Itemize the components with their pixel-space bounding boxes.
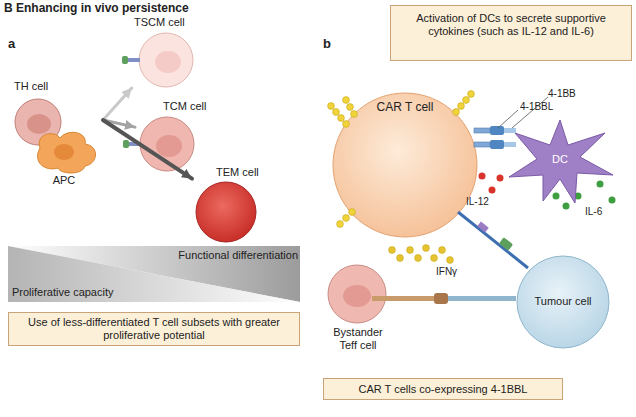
- node-text: TH cell: [14, 80, 48, 93]
- figure-title: B Enhancing in vivo persistence: [4, 1, 189, 15]
- node-text: CAR T cells co-expressing 4-1BBL: [328, 383, 558, 396]
- differentiation-arrow: [103, 88, 132, 120]
- node-text: APC: [44, 174, 84, 187]
- tcm-cell: TCM cell: [135, 100, 215, 172]
- node-text: TEM cell: [216, 166, 259, 179]
- cytokine-label: IL-6: [585, 206, 602, 218]
- tcr-receptor: [372, 293, 516, 304]
- node-text: TCM cell: [163, 100, 206, 113]
- differentiation-wedge: [8, 246, 300, 302]
- node-text: TSCM cell: [134, 16, 185, 29]
- axis-label: Proliferative capacity: [12, 286, 114, 299]
- node-text: Use of less-differentiated T cell subset…: [13, 316, 295, 342]
- tem-cell: TEM cell: [192, 166, 272, 244]
- panel-letter: b: [323, 36, 331, 51]
- apc-cell: APC: [30, 128, 105, 190]
- ifng-dots: [389, 245, 454, 264]
- dendritic-cell: DC: [505, 115, 615, 205]
- molecule-label: 4-1BB: [548, 88, 576, 100]
- node-text: Activation of DCs to secrete supportive …: [395, 12, 627, 38]
- proliferation-wedge: [8, 246, 300, 302]
- cytokine-label: IL-12: [466, 196, 489, 208]
- car-t-cell: CAR T cell: [330, 90, 480, 240]
- tumour-cell: Tumour cell: [515, 255, 611, 349]
- 4-1bbl-receptor: [474, 126, 516, 149]
- molecule-label: 4-1BBL: [520, 101, 553, 113]
- strategy-box: Use of less-differentiated T cell subset…: [8, 312, 300, 346]
- node-text: CAR T cell: [360, 100, 450, 114]
- il6-dots: [553, 181, 616, 210]
- bystander-t-cell: Bystander Teff cell: [315, 262, 403, 362]
- panel-letter: a: [8, 36, 15, 51]
- strategy-box: Activation of DCs to secrete supportive …: [390, 5, 632, 61]
- axis-label: Functional differentiation: [120, 249, 298, 262]
- node-text: DC: [545, 153, 575, 166]
- cytokine-label: IFNγ: [436, 266, 457, 278]
- tscm-cell: TSCM cell: [128, 16, 200, 88]
- node-text: Bystander Teff cell: [327, 326, 389, 352]
- node-text: Tumour cell: [533, 295, 593, 308]
- strategy-box: CAR T cells co-expressing 4-1BBL: [323, 378, 563, 400]
- differentiation-arrow: [103, 120, 135, 127]
- car-receptor: [458, 212, 528, 268]
